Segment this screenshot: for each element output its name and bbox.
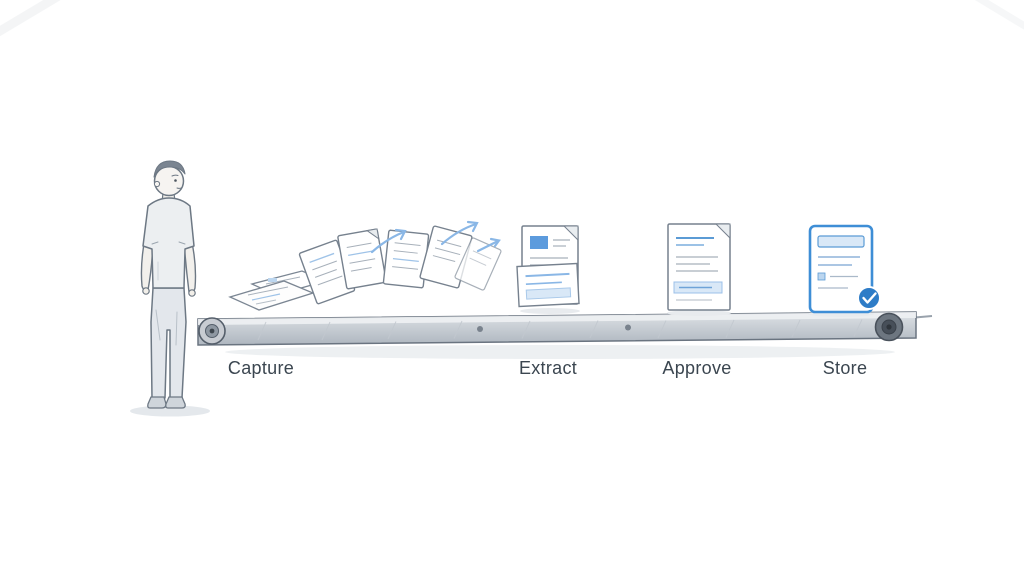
checkmark-badge bbox=[857, 286, 881, 310]
belt-roller-left bbox=[198, 317, 226, 345]
belt-rivet bbox=[625, 324, 631, 331]
stored-document bbox=[808, 224, 881, 317]
clean-document bbox=[516, 225, 580, 314]
stage-label-approve: Approve bbox=[662, 358, 732, 378]
conveyor-belt bbox=[197, 311, 933, 346]
belt-roller-right bbox=[874, 312, 904, 342]
background-smudges bbox=[0, 0, 1024, 37]
approved-document bbox=[667, 223, 731, 316]
stage-label-capture: Capture bbox=[227, 358, 295, 378]
stage-label-store: Store bbox=[822, 358, 868, 378]
stage-label-extract: Extract bbox=[518, 358, 578, 378]
person-figure bbox=[140, 160, 197, 409]
motion-arrows bbox=[370, 220, 501, 254]
receipt-page bbox=[516, 262, 580, 308]
moving-documents bbox=[298, 225, 502, 305]
shadows bbox=[130, 345, 895, 417]
belt-rivet bbox=[477, 326, 483, 332]
belt-texture bbox=[257, 319, 863, 341]
